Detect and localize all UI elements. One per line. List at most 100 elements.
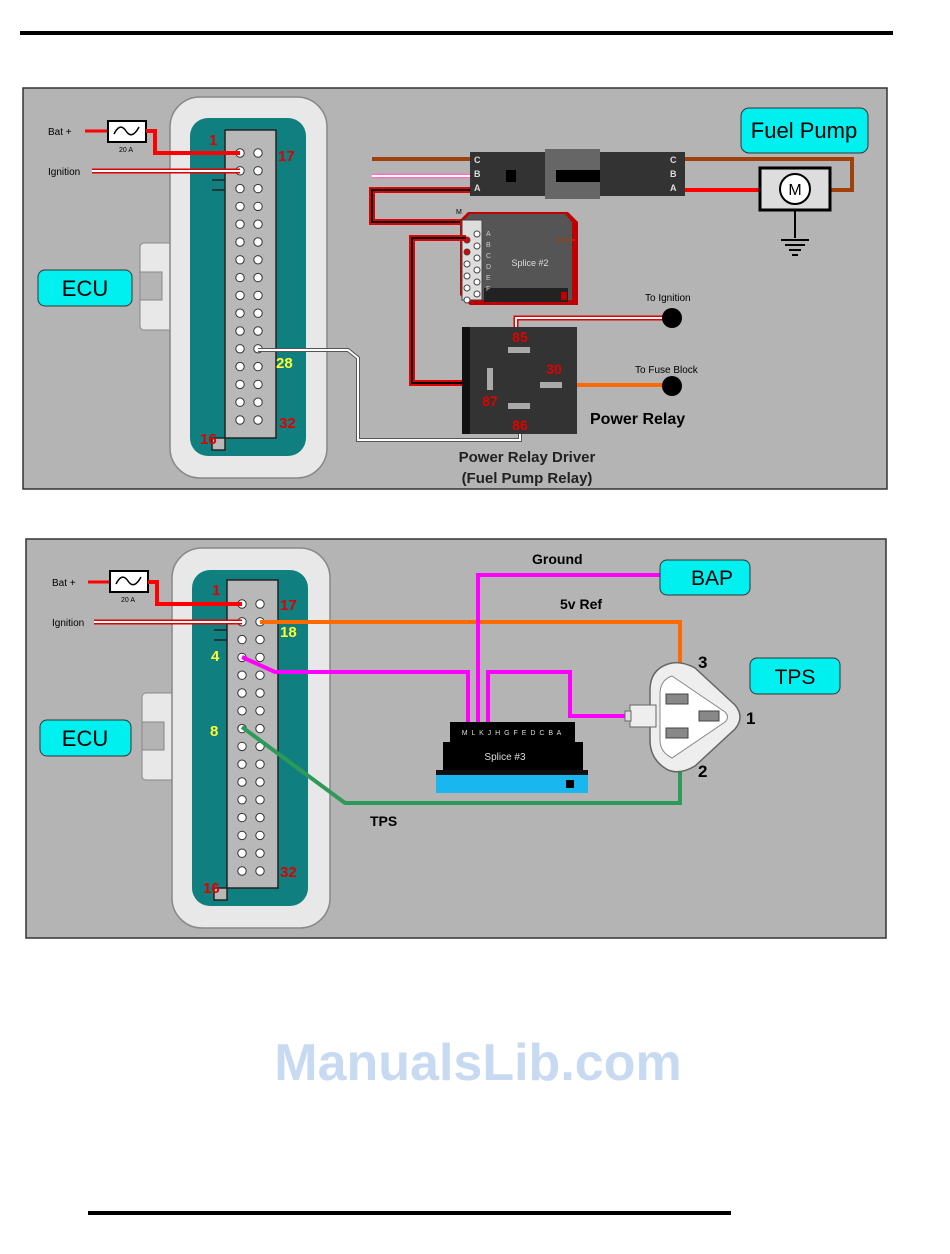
- splice-pin-letters: M L K J H G F E D C B A: [462, 730, 563, 737]
- ecu-pin: [256, 671, 264, 679]
- connector-pin-label: B: [670, 169, 677, 179]
- splice-pin: [474, 231, 480, 237]
- splice-pin: [464, 297, 470, 303]
- ecu-pin: [254, 416, 262, 424]
- ecu-pin: [236, 380, 244, 388]
- ecu-pin: [236, 416, 244, 424]
- splice-top-pin-label: M: [456, 209, 462, 216]
- ecu-pin: [256, 778, 264, 786]
- ecu-pin: [238, 742, 246, 750]
- ecu-pin: [254, 291, 262, 299]
- pin-17-label: 17: [280, 597, 297, 614]
- ecu-pin: [236, 273, 244, 281]
- connector-pin-label: C: [474, 155, 481, 165]
- splice-pin: [464, 285, 470, 291]
- ecu-pin: [236, 202, 244, 210]
- splice-pin: [474, 243, 480, 249]
- connector-pin-label: A: [670, 183, 677, 193]
- fuse-rating: 20 A: [121, 597, 135, 604]
- ecu-pin: [256, 689, 264, 697]
- ecu-pin: [254, 149, 262, 157]
- pin-17-label: 17: [278, 148, 295, 165]
- ecu-pin: [256, 831, 264, 839]
- ecu-label: ECU: [62, 726, 108, 751]
- 5v-ref-label: 5v Ref: [560, 596, 602, 612]
- ecu-pin: [238, 849, 246, 857]
- relay-pin-85: 85: [512, 329, 528, 345]
- ecu-label: ECU: [62, 276, 108, 301]
- splice-2: M ABCDEF Splice #2: [456, 209, 578, 305]
- ecu-pin: [254, 238, 262, 246]
- splice-pin-label: F: [486, 286, 490, 293]
- fuel-pump-label: Fuel Pump: [751, 118, 857, 143]
- pin-28-label: 28: [276, 355, 293, 372]
- fuel-pump-relay-diagram: Bat + 20 A Ignition 1 17 28 16 32 ECU Fu…: [23, 88, 887, 489]
- to-ignition-label: To Ignition: [645, 293, 691, 304]
- ecu-pin: [256, 600, 264, 608]
- tps-diagram: Bat + 20 A Ignition ECU M L K J H G F E …: [26, 539, 886, 938]
- ecu-pin: [254, 273, 262, 281]
- ecu-pin: [236, 309, 244, 317]
- ecu-pin: [236, 327, 244, 335]
- pin-32-label: 32: [279, 415, 296, 432]
- ecu-pin: [238, 760, 246, 768]
- watermark: ManualsLib.com: [274, 1034, 681, 1092]
- fuse-block-terminal: [662, 376, 682, 396]
- ecu-pin: [236, 362, 244, 370]
- fuse-rating: 20 A: [119, 147, 133, 154]
- splice-base: [436, 775, 588, 793]
- pin-4-label: 4: [211, 648, 220, 665]
- bottom-rule: [88, 1211, 731, 1215]
- ecu-pin: [238, 707, 246, 715]
- bat-label: Bat +: [52, 578, 76, 589]
- ecu-pin: [236, 220, 244, 228]
- ecu-pin: [254, 362, 262, 370]
- ecu-pin: [256, 760, 264, 768]
- pin-1-label: 1: [212, 582, 220, 599]
- ecu-pin: [236, 398, 244, 406]
- ecu-pin: [254, 398, 262, 406]
- motor-label: M: [788, 182, 801, 199]
- splice-pin-label: B: [486, 242, 491, 249]
- ecu-pin: [254, 184, 262, 192]
- driver-label-line2: (Fuel Pump Relay): [462, 470, 593, 487]
- connector-pin-label: B: [474, 169, 481, 179]
- power-relay: 85 30 87 86: [462, 327, 577, 434]
- ecu-pin: [238, 778, 246, 786]
- tps-callout-label: TPS: [775, 666, 816, 689]
- ecu-pin: [256, 635, 264, 643]
- splice-label: Splice #2: [511, 258, 548, 268]
- pin-8-label: 8: [210, 723, 218, 740]
- splice-pin-label: A: [486, 231, 491, 238]
- ecu-pin: [254, 309, 262, 317]
- tps-wire-label: TPS: [370, 813, 397, 829]
- power-relay-label: Power Relay: [590, 411, 685, 428]
- splice-pin-label: D: [486, 264, 491, 271]
- splice-pin-label: C: [486, 253, 491, 260]
- splice-pin-label: E: [486, 275, 491, 282]
- fuel-pump-connector: CBA CBA: [470, 149, 685, 199]
- ignition-label: Ignition: [48, 167, 80, 178]
- pin-16-label: 16: [203, 880, 220, 897]
- ecu-pin: [254, 220, 262, 228]
- ecu-pin: [238, 867, 246, 875]
- ecu-pin: [254, 327, 262, 335]
- ecu-pin: [254, 202, 262, 210]
- ecu-pin: [256, 796, 264, 804]
- to-fuse-block-label: To Fuse Block: [635, 365, 699, 376]
- relay-pin-30: 30: [546, 361, 562, 377]
- ecu-pin: [254, 256, 262, 264]
- ecu-pin: [256, 867, 264, 875]
- bap-label: BAP: [691, 567, 733, 590]
- top-rule: [20, 31, 893, 35]
- splice-pin: [464, 273, 470, 279]
- ecu-pin: [236, 345, 244, 353]
- ecu-pin: [256, 707, 264, 715]
- ecu-pin: [238, 689, 246, 697]
- tps-pin-1-label: 1: [746, 709, 755, 728]
- splice-pin: [474, 267, 480, 273]
- ecu-pin: [256, 849, 264, 857]
- ecu-pin: [256, 724, 264, 732]
- tps-pin-3-label: 3: [698, 653, 707, 672]
- connector-pin-label: A: [474, 183, 481, 193]
